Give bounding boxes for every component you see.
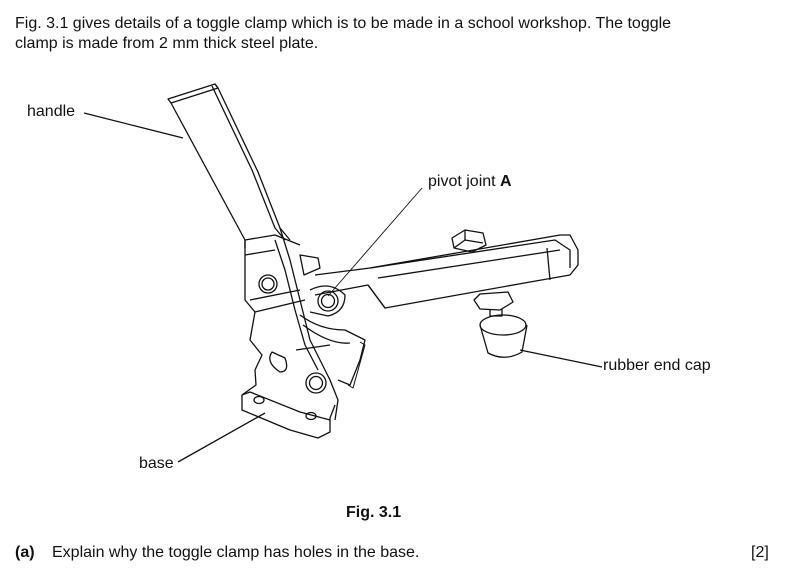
- rubber-cap-leader: [519, 349, 603, 368]
- pivot-leader: [327, 187, 423, 297]
- handle-part: [167, 83, 291, 248]
- base-leader: [177, 412, 266, 463]
- arm-part: [299, 229, 579, 317]
- rubber-cap-part: [473, 291, 528, 358]
- intro-line-1: Fig. 3.1 gives details of a toggle clamp…: [15, 15, 672, 32]
- intro-line-2: clamp is made from 2 mm thick steel plat…: [15, 35, 319, 52]
- question-text: Explain why the toggle clamp has holes i…: [52, 544, 420, 561]
- question-marks: [2]: [751, 544, 769, 561]
- pivot-joint-label: pivot joint A: [428, 173, 512, 191]
- pivot-joint-text: pivot joint: [428, 173, 496, 190]
- rubber-end-cap-label: rubber end cap: [603, 357, 711, 374]
- pivot-joint-letter: A: [500, 173, 512, 190]
- handle-leader: [83, 112, 184, 139]
- question-part-label: (a): [15, 544, 35, 561]
- base-label: base: [139, 455, 174, 472]
- figure-caption: Fig. 3.1: [346, 504, 402, 521]
- intro-text: Fig. 3.1 gives details of a toggle clamp…: [15, 14, 775, 54]
- body-part: [241, 227, 366, 439]
- handle-label: handle: [27, 103, 76, 120]
